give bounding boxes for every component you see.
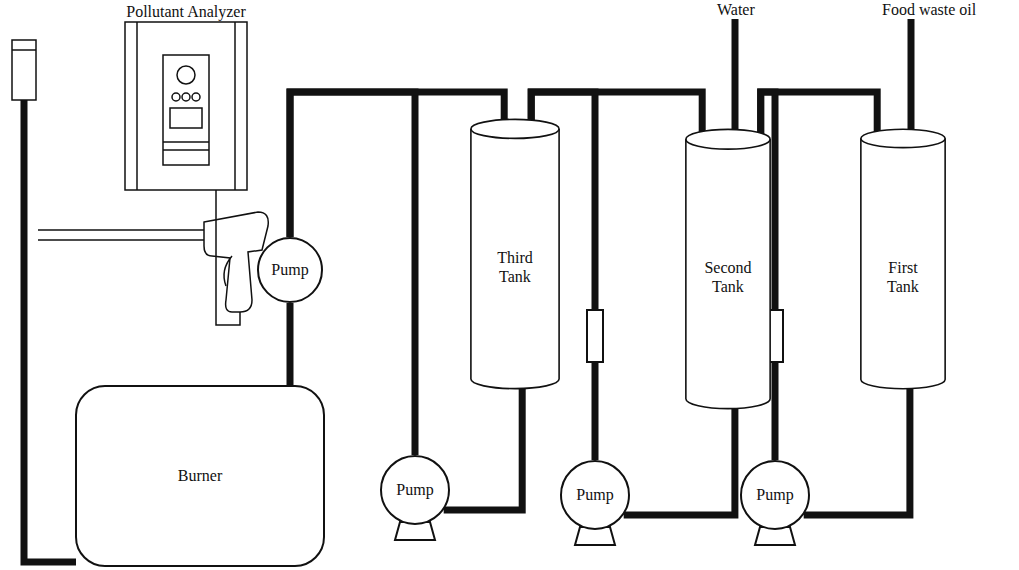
probe-tube — [38, 239, 206, 241]
analyzer-title: Pollutant Analyzer — [100, 2, 272, 24]
node-label: Pump — [756, 485, 793, 504]
node-label: Pump — [396, 480, 433, 499]
burner-box: Burner — [75, 385, 325, 567]
water-inlet — [732, 18, 739, 132]
node-label: Second Tank — [698, 258, 758, 410]
analyzer-line — [163, 141, 209, 143]
oil-inlet — [908, 18, 915, 132]
probe-tube — [38, 229, 206, 231]
tank-rim — [686, 139, 770, 149]
chimney-stack — [12, 40, 36, 100]
analyzer-screen — [170, 108, 202, 128]
tank-cylinder: Third Tank — [470, 118, 560, 390]
analyzer-dial — [177, 66, 195, 84]
pump-circle: Pump — [257, 237, 323, 303]
pipe — [804, 388, 910, 515]
pump-circle: Pump — [740, 460, 810, 530]
node-label: Pump — [271, 260, 308, 279]
exhaust-pipe — [24, 100, 76, 562]
analyzer-rail — [136, 22, 138, 190]
pump-circle: Pump — [380, 455, 450, 525]
node-label: First Tank — [873, 258, 933, 390]
tank-rim — [861, 138, 945, 147]
node-label: Burner — [178, 466, 222, 485]
pipe — [624, 408, 735, 515]
tank-cylinder: First Tank — [860, 128, 946, 390]
analyzer-rail — [234, 22, 236, 190]
analyzer-line — [163, 149, 209, 151]
node-label: Pump — [576, 485, 613, 504]
inlet-label: Water — [715, 0, 757, 19]
pipe — [287, 303, 294, 385]
node-label: Third Tank — [485, 248, 545, 390]
analyzer-button — [192, 93, 200, 101]
analyzer-housing — [125, 22, 247, 190]
probe-trigger — [224, 256, 232, 286]
node-label: Pollutant Analyzer — [126, 2, 246, 24]
analyzer-button — [182, 93, 190, 101]
sampling-probe — [38, 190, 268, 325]
tank-rim — [471, 129, 559, 139]
analyzer-case — [125, 22, 247, 190]
analyzer-button — [172, 93, 180, 101]
analyzer-panel — [163, 55, 209, 165]
chimney-cap — [12, 49, 36, 51]
pipe — [761, 92, 878, 134]
tank-cylinder: Second Tank — [685, 128, 771, 410]
chimney — [12, 40, 36, 100]
probe-hose — [216, 190, 240, 325]
pipe — [444, 388, 523, 510]
pump-circle: Pump — [560, 460, 630, 530]
inlet-label: Food waste oil — [880, 0, 978, 19]
filter-symbol — [587, 310, 603, 362]
